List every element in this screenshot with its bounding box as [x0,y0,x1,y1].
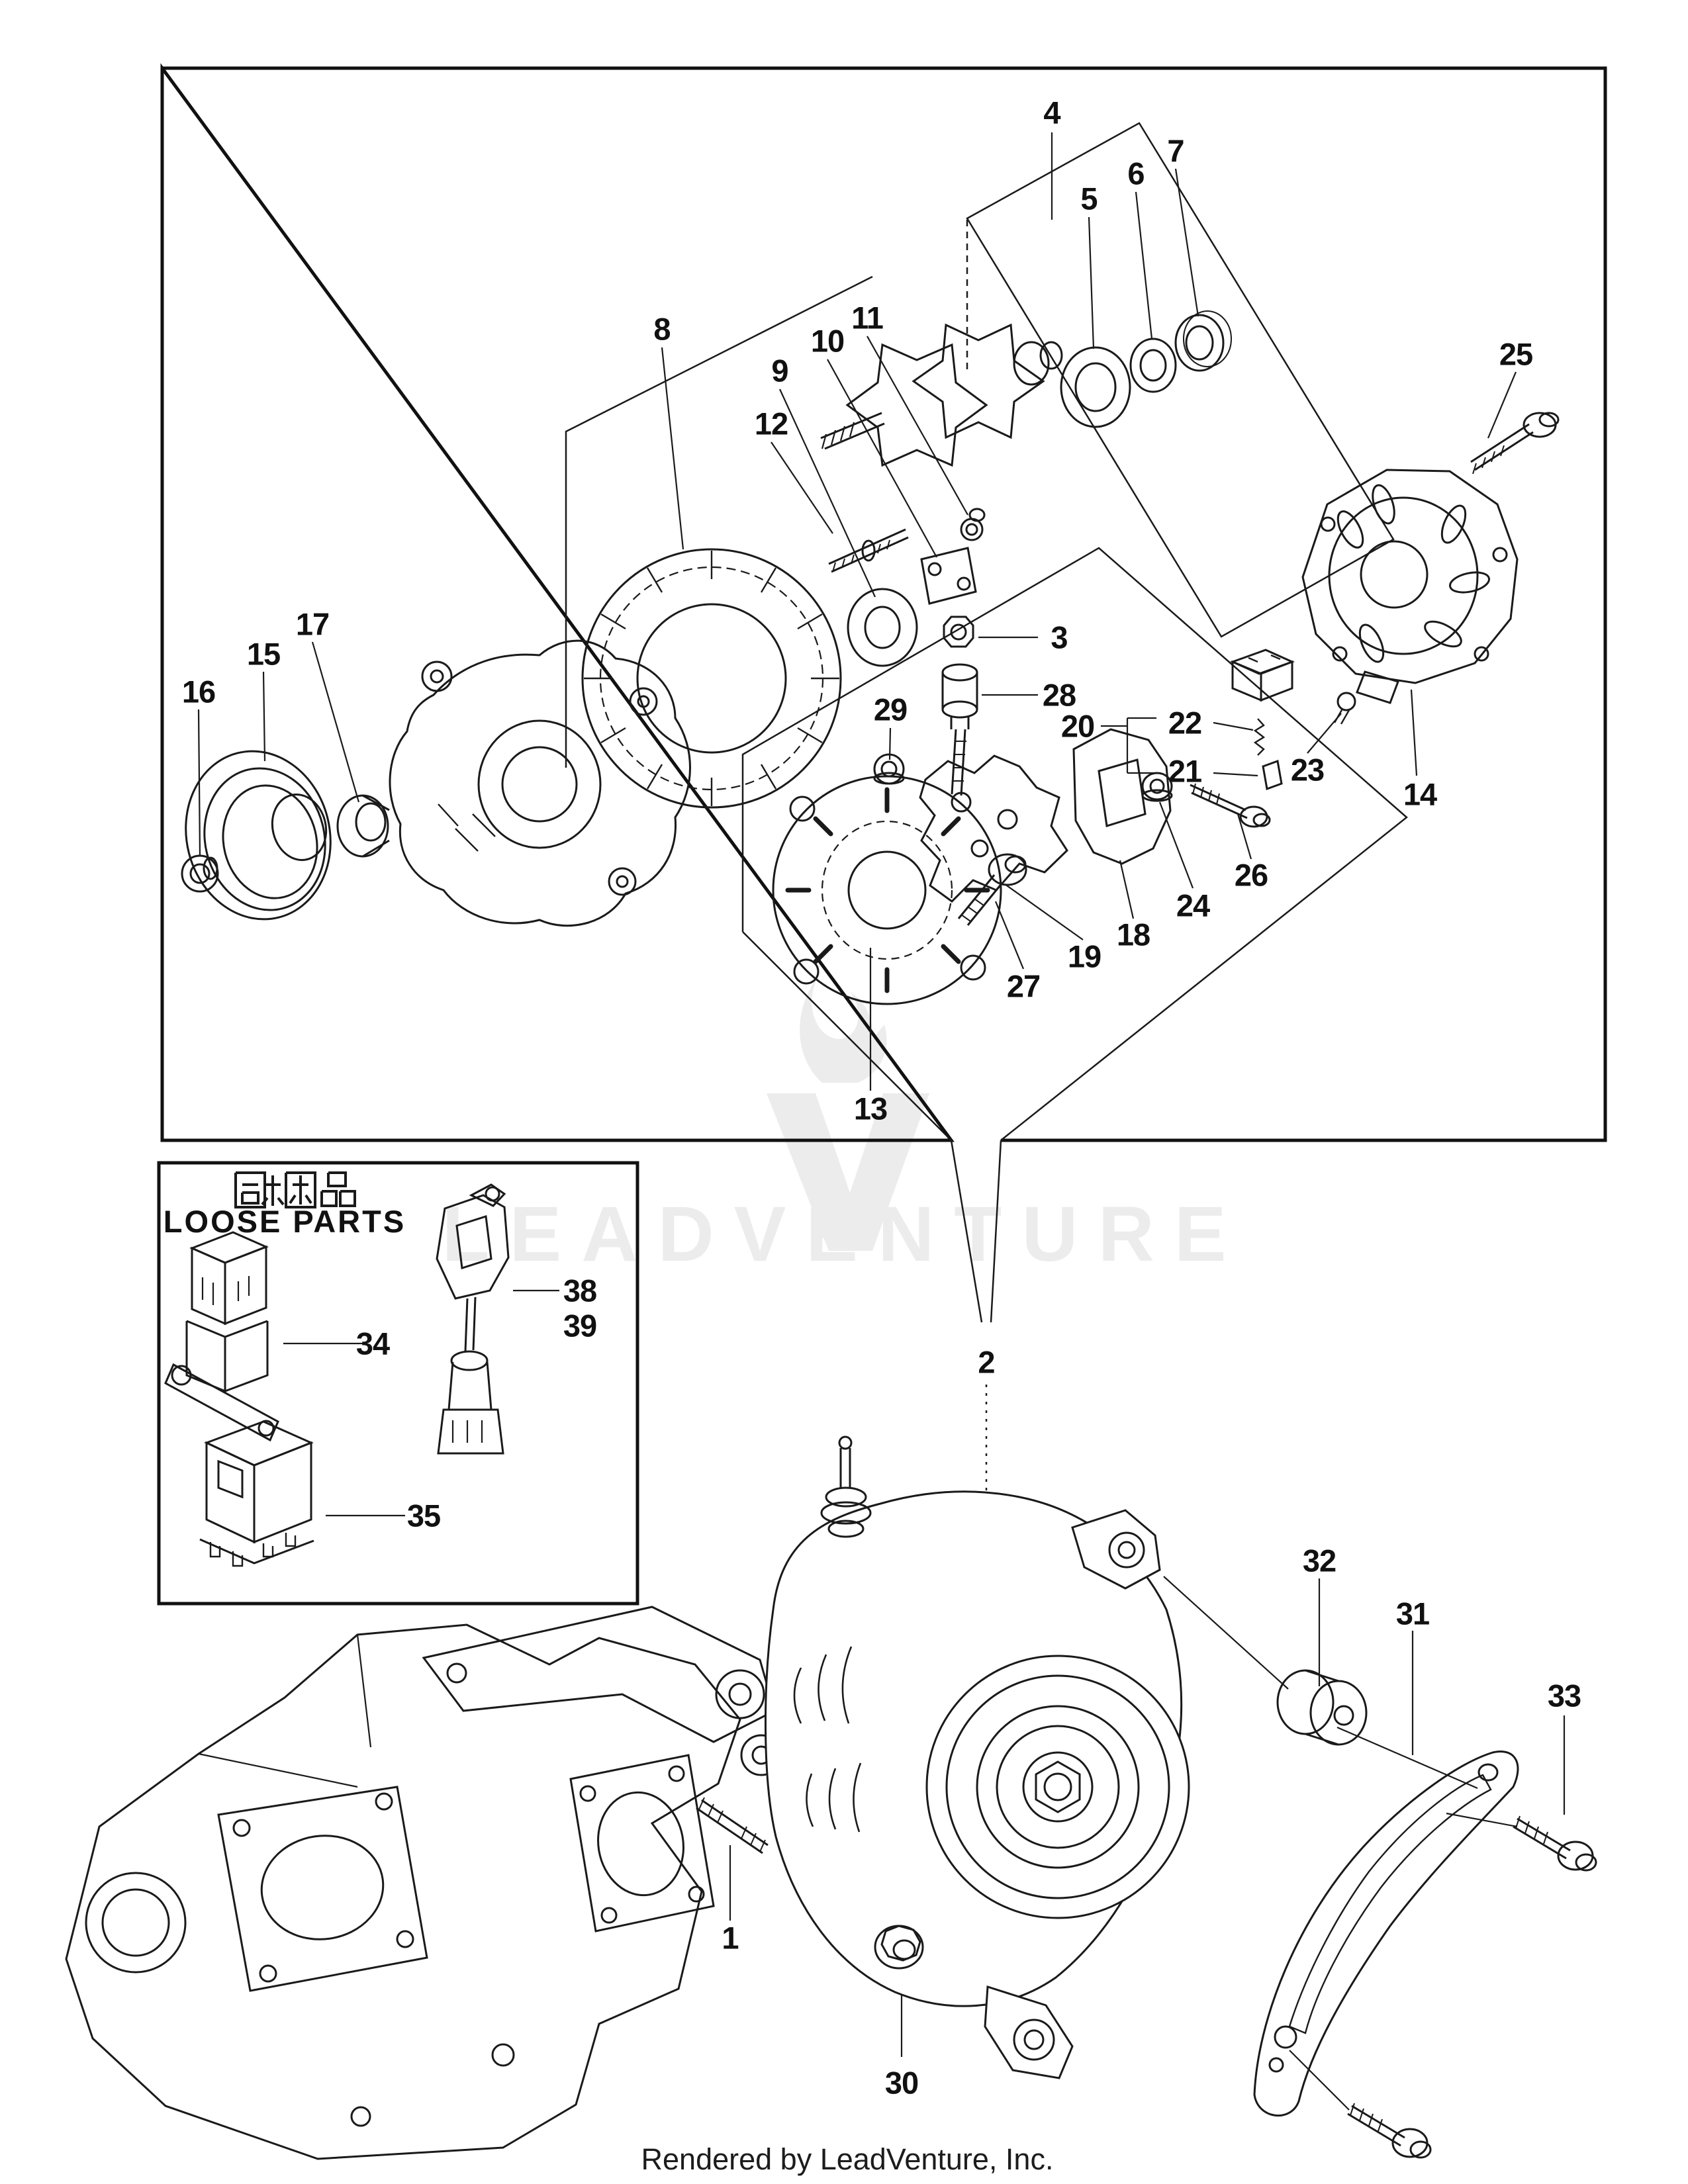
watermark-text: LEADVENTURE [442,1191,1246,1278]
retainer-plate-drawing [920,547,977,605]
part-label-17[interactable]: 17 [295,606,330,642]
nut-3-drawing [943,615,974,648]
stud-12-drawing [828,528,909,573]
brush-21-drawing [1262,759,1283,791]
sensor-38-39-drawing [436,1183,510,1455]
iso-panels [565,122,1408,1141]
nut-30-drawing [874,1925,924,1970]
part-label-19[interactable]: 19 [1067,938,1102,974]
part-label-13[interactable]: 13 [853,1091,888,1126]
bearing-washers-drawing [1060,310,1232,428]
part-label-26[interactable]: 26 [1234,857,1268,893]
part-label-23[interactable]: 23 [1290,752,1325,788]
part-label-38[interactable]: 38 [563,1273,597,1308]
part-label-2[interactable]: 2 [978,1344,995,1380]
part-label-11[interactable]: 11 [851,300,884,336]
rear-housing-drawing [772,775,1002,1005]
rear-cover-drawing [1301,469,1519,704]
part-label-29[interactable]: 29 [873,692,908,727]
nut-24-drawing [1141,772,1173,802]
part-label-8[interactable]: 8 [653,311,671,347]
pulley-nut-drawing [181,854,219,893]
part-label-24[interactable]: 24 [1176,887,1210,923]
part-label-15[interactable]: 15 [246,636,281,672]
alternator-assembly-drawing [764,1435,1190,2079]
loose-parts-title-jp: 同梱品 [233,1169,339,1207]
bolt-33-upper-drawing [1513,1815,1597,1872]
collar-drawing [336,794,390,858]
leadventure-logo-watermark [767,948,929,1251]
engine-block-drawing [65,1606,782,2160]
part-label-3[interactable]: 3 [1051,619,1068,655]
part-label-16[interactable]: 16 [181,674,216,709]
part-label-25[interactable]: 25 [1499,336,1533,372]
part-label-20[interactable]: 20 [1060,708,1095,744]
part-label-6[interactable]: 6 [1127,156,1145,191]
part-label-5[interactable]: 5 [1080,181,1098,216]
callout-v-to-part2 [950,1140,1002,1490]
part-label-12[interactable]: 12 [754,406,788,441]
spacer-32-drawing [1276,1669,1368,1746]
screw-23-drawing [1333,692,1356,725]
part-label-1[interactable]: 1 [722,1920,739,1956]
rectifier-drawing [919,754,1068,903]
part-label-27[interactable]: 27 [1006,968,1041,1004]
connector-34-drawing [185,1231,269,1393]
screw-11-drawing [960,508,986,541]
bolt-26-drawing [1190,783,1271,828]
part-label-32[interactable]: 32 [1302,1543,1336,1578]
loose-parts-title-en: LOOSE PARTS [164,1204,406,1239]
part-label-22[interactable]: 22 [1168,705,1202,741]
top-assembly-box [160,63,1607,1142]
bolt-27-drawing [957,853,1027,926]
bolt-33-lower-drawing [1347,2103,1432,2159]
bearing-9-drawing [847,588,918,667]
part-label-7[interactable]: 7 [1167,133,1184,169]
part-label-39[interactable]: 39 [563,1308,597,1343]
loose-parts-box [157,1161,639,1606]
part-label-33[interactable]: 33 [1547,1678,1581,1713]
part-label-4[interactable]: 4 [1043,95,1060,130]
part-label-9[interactable]: 9 [771,353,788,388]
front-bracket-drawing [389,639,691,927]
part-label-28[interactable]: 28 [1042,677,1076,713]
bolt-25-drawing [1470,412,1560,475]
part-label-34[interactable]: 34 [355,1326,390,1361]
brush-spring-drawing [1253,718,1266,756]
relay-35-drawing [164,1363,314,1567]
part-label-18[interactable]: 18 [1116,917,1150,952]
pulley-drawing [185,750,332,921]
part-label-10[interactable]: 10 [810,323,845,359]
part-label-14[interactable]: 14 [1403,776,1437,812]
part-label-35[interactable]: 35 [406,1498,441,1533]
brace-31-drawing [1253,1751,1519,2117]
brush-holder-drawing [1072,728,1172,865]
part-label-21[interactable]: 21 [1168,753,1202,789]
jp-title-glyphs [234,1171,356,1208]
rotor-drawing [820,323,1063,467]
insulator-28-drawing [941,663,978,796]
part-label-30[interactable]: 30 [884,2065,919,2101]
part-label-31[interactable]: 31 [1395,1596,1430,1631]
footer-text: Rendered by LeadVenture, Inc. [641,2142,1054,2176]
stator-drawing [581,548,842,809]
stud-1-drawing [696,1797,769,1854]
brush-set-drawing [1230,649,1295,702]
